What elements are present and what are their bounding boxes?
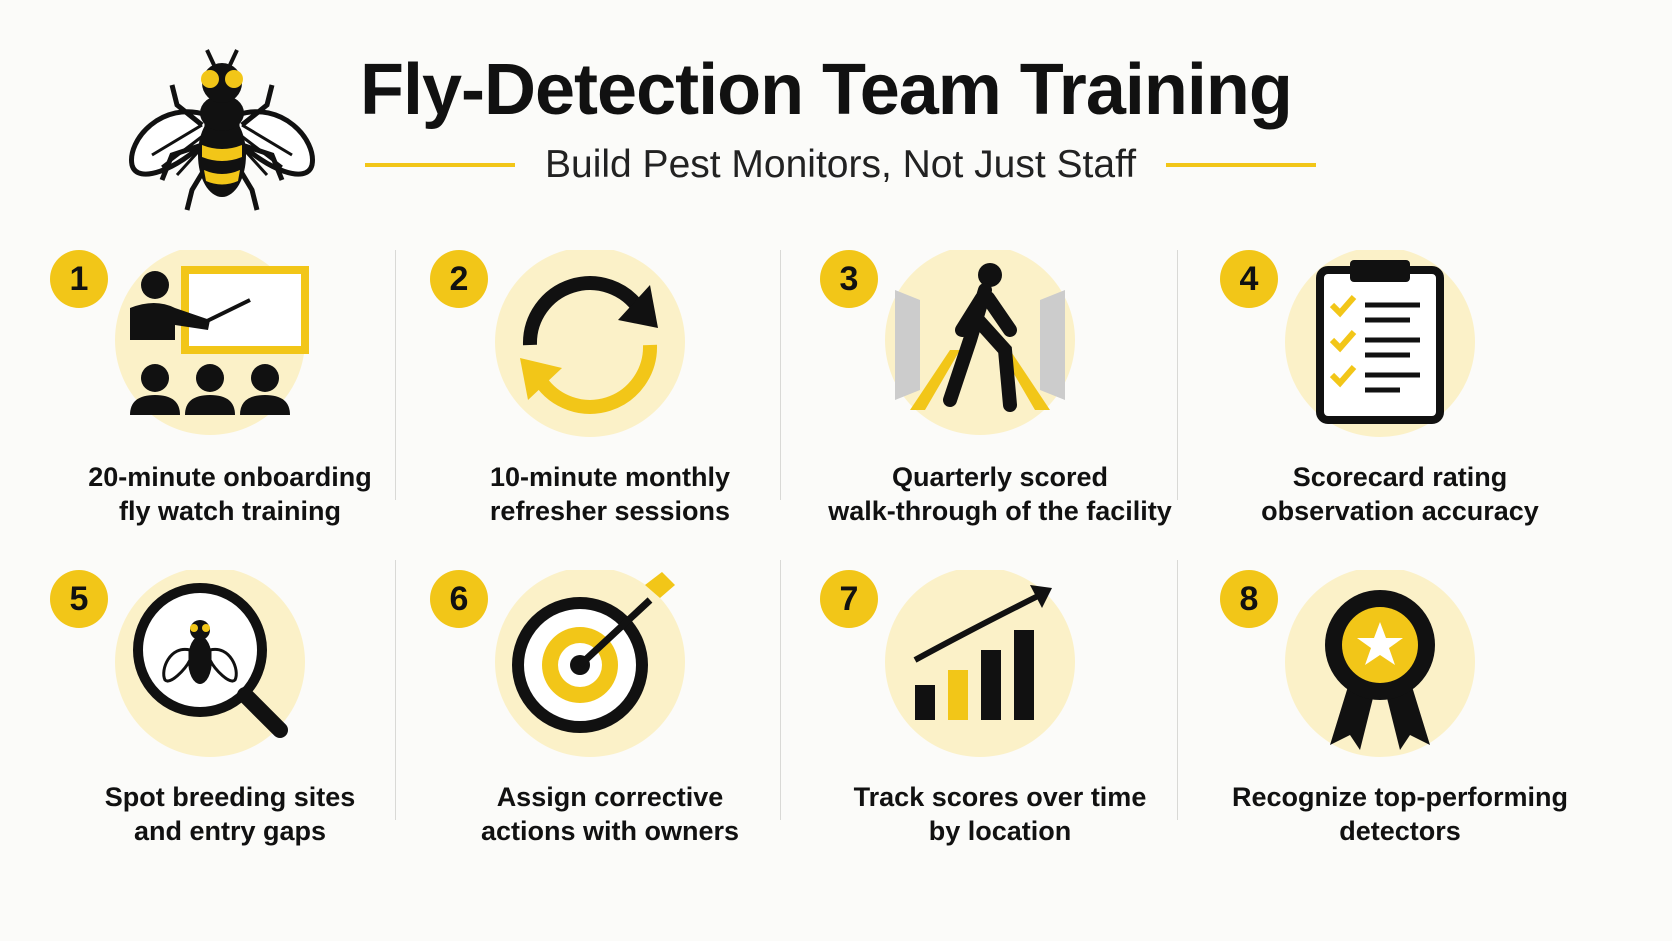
divider — [1177, 250, 1178, 500]
step-card-1: 1 20-minute onboarding fly watch trainin… — [30, 250, 430, 550]
step-label: Assign corrective actions with owners — [410, 780, 810, 848]
step-number-badge: 5 — [50, 570, 108, 628]
step-card-3: 3 Quarterly scored walk-through of the f… — [800, 250, 1200, 550]
step-label-line: detectors — [1339, 816, 1461, 846]
divider — [780, 560, 781, 820]
step-label-line: 10-minute monthly — [489, 462, 731, 492]
presentation-icon — [100, 250, 320, 440]
step-label-line: Track scores over time — [853, 782, 1147, 812]
step-label-line: and entry gaps — [133, 816, 327, 846]
step-number-badge: 7 — [820, 570, 878, 628]
walkthrough-icon — [870, 250, 1090, 440]
step-label-line: Recognize top-performing — [1232, 782, 1568, 812]
rising-bar-chart-icon — [870, 570, 1090, 760]
award-ribbon-icon — [1270, 570, 1490, 760]
step-number-badge: 8 — [1220, 570, 1278, 628]
header: Fly-Detection Team Training Build Pest M… — [0, 0, 1672, 220]
step-number-badge: 2 — [430, 250, 488, 308]
step-label-line: fly watch training — [118, 496, 342, 526]
step-label-line: observation accuracy — [1261, 496, 1539, 526]
step-number-badge: 3 — [820, 250, 878, 308]
step-card-6: 6 Assign corrective actions with owners — [410, 570, 810, 870]
page-title: Fly-Detection Team Training — [360, 50, 1293, 130]
clipboard-checklist-icon — [1270, 250, 1490, 440]
divider — [1177, 560, 1178, 820]
page-subtitle: Build Pest Monitors, Not Just Staff — [545, 143, 1137, 186]
step-label-line: actions with owners — [480, 816, 740, 846]
target-arrow-icon — [480, 570, 700, 760]
step-label-line: 20-minute onboarding — [88, 462, 372, 492]
step-card-5: 5 Spot breeding sites and entry gaps — [30, 570, 430, 870]
step-number-badge: 6 — [430, 570, 488, 628]
subtitle-row: Build Pest Monitors, Not Just Staff — [365, 140, 1465, 190]
step-label-line: Assign corrective — [496, 782, 724, 812]
subtitle-rule-left — [365, 163, 515, 167]
step-label: Recognize top-performing detectors — [1200, 780, 1600, 848]
step-label: 10-minute monthly refresher sessions — [410, 460, 810, 528]
steps-grid: 1 20-minute onboarding fly watch trainin… — [40, 250, 1640, 890]
step-number-badge: 1 — [50, 250, 108, 308]
fly-icon — [122, 45, 322, 215]
step-card-2: 2 10-minute monthly refresher sessions — [410, 250, 810, 550]
step-card-8: 8 Recognize top-performing detectors — [1200, 570, 1600, 870]
subtitle-rule-right — [1166, 163, 1317, 167]
refresh-cycle-icon — [480, 250, 700, 440]
step-card-7: 7 Track scores over time by location — [800, 570, 1200, 870]
step-card-4: 4 Scorecard rating observation accuracy — [1200, 250, 1600, 550]
step-label: Quarterly scored walk-through of the fac… — [800, 460, 1200, 528]
step-label: Scorecard rating observation accuracy — [1200, 460, 1600, 528]
step-label: Track scores over time by location — [800, 780, 1200, 848]
step-label-line: Quarterly scored — [891, 462, 1109, 492]
step-label-line: Spot breeding sites — [104, 782, 356, 812]
divider — [780, 250, 781, 500]
divider — [395, 250, 396, 500]
step-label-line: walk-through of the facility — [828, 496, 1172, 526]
step-number-badge: 4 — [1220, 250, 1278, 308]
magnifier-fly-icon — [100, 570, 320, 760]
step-label-line: by location — [928, 816, 1072, 846]
step-label: 20-minute onboarding fly watch training — [30, 460, 430, 528]
step-label-line: refresher sessions — [489, 496, 731, 526]
step-label: Spot breeding sites and entry gaps — [30, 780, 430, 848]
step-label-line: Scorecard rating — [1292, 462, 1508, 492]
divider — [395, 560, 396, 820]
